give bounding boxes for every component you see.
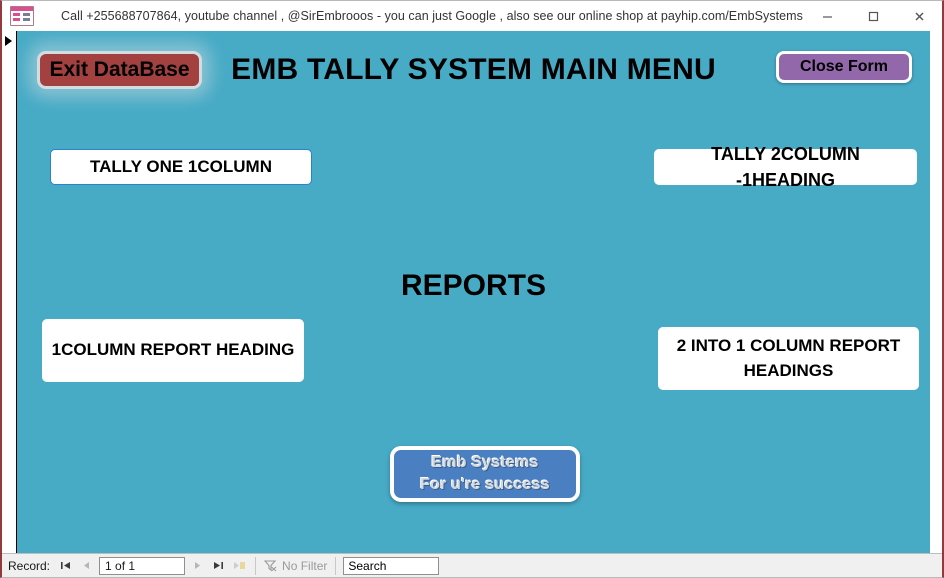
record-selector[interactable] bbox=[2, 31, 17, 554]
close-icon[interactable] bbox=[896, 1, 942, 31]
filter-icon bbox=[264, 559, 278, 572]
access-form-icon bbox=[10, 6, 34, 26]
statusbar-filler bbox=[439, 554, 942, 577]
record-label: Record: bbox=[8, 558, 51, 573]
next-record-icon[interactable] bbox=[187, 555, 208, 577]
search-input[interactable]: Search bbox=[343, 556, 440, 575]
maximize-icon[interactable] bbox=[850, 1, 896, 31]
page-title: EMB TALLY SYSTEM MAIN MENU bbox=[231, 53, 716, 86]
nav-separator-2 bbox=[335, 556, 337, 575]
last-record-icon[interactable] bbox=[208, 555, 229, 577]
new-record-icon[interactable] bbox=[229, 555, 250, 577]
record-navigation-bar: Record: 1 of 1 No Filter bbox=[2, 553, 942, 577]
record-selector-arrow-icon bbox=[5, 36, 12, 46]
logo-line-1: Emb Systems bbox=[431, 454, 539, 472]
first-record-icon[interactable] bbox=[55, 555, 76, 577]
previous-record-icon[interactable] bbox=[76, 555, 97, 577]
logo-line-2: For u're success bbox=[420, 476, 550, 493]
form-body: EMB TALLY SYSTEM MAIN MENU Exit DataBase… bbox=[2, 31, 942, 554]
tally-2column-1heading-button[interactable]: TALLY 2COLUMN -1HEADING bbox=[654, 144, 917, 190]
emb-systems-logo-button[interactable]: Emb Systems For u're success bbox=[390, 446, 580, 502]
window-title: Call +255688707864, youtube channel , @S… bbox=[61, 9, 803, 23]
title-bar: Call +255688707864, youtube channel , @S… bbox=[2, 1, 942, 32]
window-controls bbox=[804, 1, 942, 31]
minimize-icon[interactable] bbox=[804, 1, 850, 31]
exit-database-button[interactable]: Exit DataBase bbox=[37, 51, 202, 89]
1column-report-heading-button[interactable]: 1COLUMN REPORT HEADING bbox=[42, 319, 304, 382]
reports-heading: REPORTS bbox=[400, 269, 547, 302]
filter-label: No Filter bbox=[282, 558, 328, 573]
nav-separator bbox=[255, 556, 257, 575]
tally-one-1column-button[interactable]: TALLY ONE 1COLUMN bbox=[50, 149, 312, 185]
form-canvas: EMB TALLY SYSTEM MAIN MENU Exit DataBase… bbox=[17, 31, 930, 554]
filter-status[interactable]: No Filter bbox=[261, 559, 330, 573]
2-into-1-column-report-headings-button[interactable]: 2 INTO 1 COLUMN REPORT HEADINGS bbox=[658, 327, 919, 390]
record-position-input[interactable]: 1 of 1 bbox=[99, 556, 186, 575]
close-form-button[interactable]: Close Form bbox=[776, 51, 912, 83]
